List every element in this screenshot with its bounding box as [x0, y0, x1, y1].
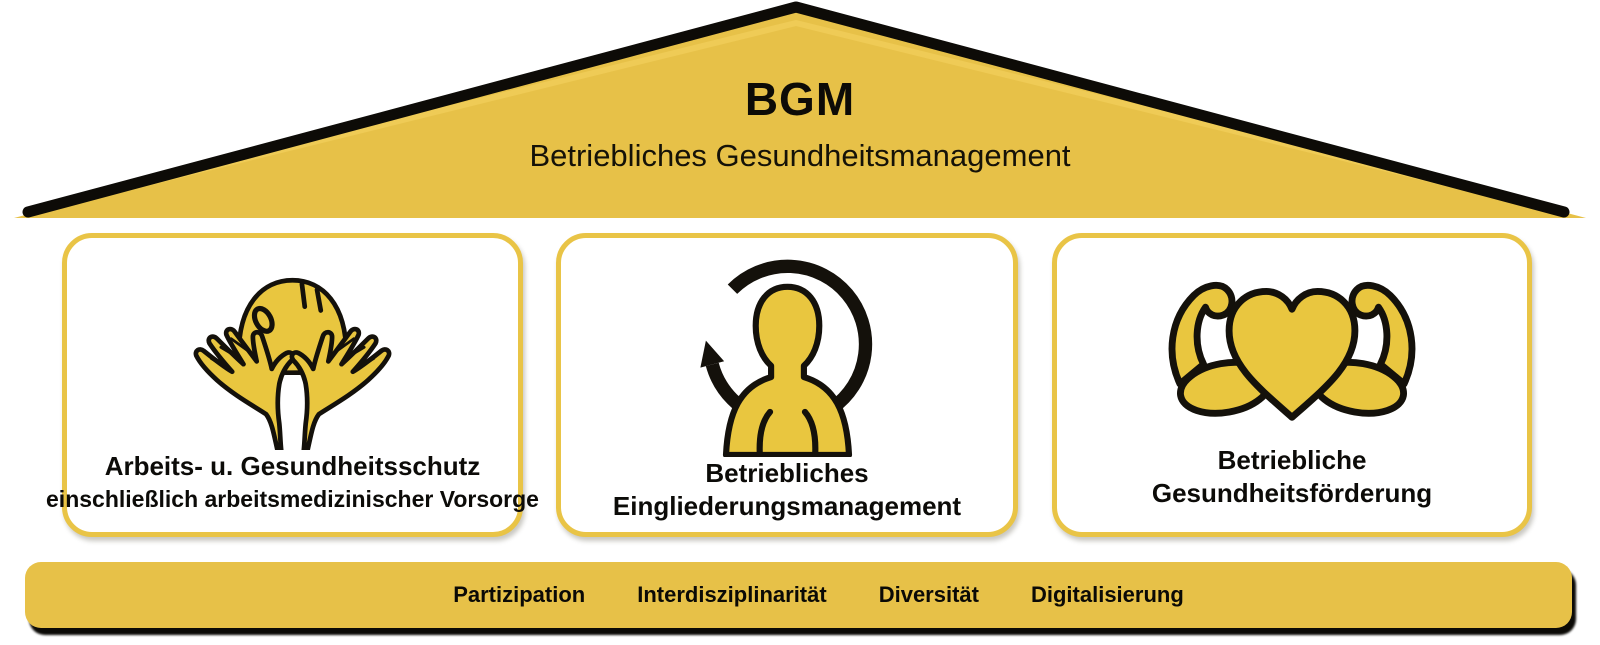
pillar-2-icon-area: [561, 238, 1013, 457]
roof-inner-highlight: [45, 20, 1547, 211]
roof-black-edge: [22, 1, 1570, 218]
pillar-2-caption-line1: Betriebliches: [705, 458, 869, 488]
pillar-gesundheitsfoerderung: Betriebliche Gesundheitsförderung: [1052, 233, 1532, 537]
person-cycle-icon: [699, 259, 872, 457]
foundation-item-diversitaet: Diversität: [878, 582, 979, 607]
pillar-eingliederungsmanagement: Betriebliches Eingliederungsmanagement: [556, 233, 1018, 537]
pillar-1-caption: Arbeits- u. Gesundheitsschutz einschließ…: [46, 450, 539, 538]
pillar-3-caption-line2: Gesundheitsförderung: [1151, 478, 1433, 508]
pillar-3-icon-area: [1057, 238, 1527, 444]
pillar-3-caption: Betriebliche Gesundheitsförderung: [1152, 444, 1432, 532]
pillar-1-icon-area: [67, 238, 518, 450]
roof-title: BGM: [744, 73, 856, 125]
heart-biceps-icon: [1168, 281, 1416, 421]
foundation-item-interdisziplinaritaet: Interdisziplinarität: [637, 582, 827, 607]
pillar-arbeitsschutz: Arbeits- u. Gesundheitsschutz einschließ…: [46, 233, 539, 537]
hard-hat-hands-icon: [193, 277, 392, 450]
roof-subtitle: Betriebliches Gesundheitsmanagement: [529, 138, 1071, 173]
foundation-bar: Partizipation Interdisziplinarität Diver…: [25, 562, 1572, 628]
roof-fill: [14, 10, 1586, 218]
pillar-1-caption-line2: einschließlich arbeitsmedizinischer Vors…: [46, 486, 539, 512]
foundation-item-digitalisierung: Digitalisierung: [1030, 582, 1184, 607]
foundation-item-partizipation: Partizipation: [453, 582, 586, 607]
roof-triangle: [14, 1, 1586, 218]
pillar-3-caption-line1: Betriebliche: [1217, 445, 1367, 475]
pillar-1-caption-line1: Arbeits- u. Gesundheitsschutz: [104, 451, 481, 481]
pillar-2-caption-line2: Eingliederungsmanagement: [612, 491, 962, 521]
pillar-2-caption: Betriebliches Eingliederungsmanagement: [613, 457, 961, 545]
